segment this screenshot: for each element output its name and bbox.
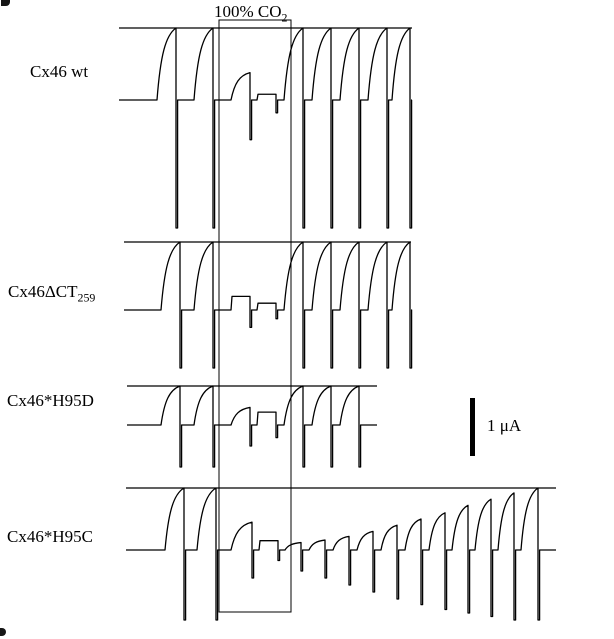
trace-label-cx46-wt: Cx46 wt: [30, 62, 88, 87]
trace-label-cx46-h95d: Cx46*H95D: [7, 391, 94, 416]
co2-label: 100% CO2: [214, 2, 287, 27]
co2-window-box: [218, 19, 292, 613]
scalebar: [470, 398, 475, 456]
trace-label-text: Cx46 wt: [30, 62, 89, 81]
current-trace-row-3: [126, 487, 556, 621]
trace-label-text: Cx46ΔCT: [8, 282, 78, 301]
co2-label-text: 100% CO: [214, 2, 282, 21]
trace-label-text: Cx46*H95D: [7, 391, 94, 410]
trace-label-subscript: 259: [77, 290, 96, 305]
trace-label-cx46-h95c: Cx46*H95C: [7, 527, 93, 552]
scalebar-label: 1 μA: [487, 416, 522, 435]
co2-label-subscript: 2: [281, 10, 288, 25]
current-trace-row-2: [127, 385, 377, 468]
trace-label-cx46-delta-ct259: Cx46ΔCT259: [8, 282, 95, 307]
scan-artifact-top-left: [1, 0, 10, 6]
trace-label-text: Cx46*H95C: [7, 527, 93, 546]
current-trace-row-1: [124, 241, 413, 369]
scan-artifact-bottom-left: [0, 628, 6, 636]
current-trace-row-0: [119, 27, 413, 229]
